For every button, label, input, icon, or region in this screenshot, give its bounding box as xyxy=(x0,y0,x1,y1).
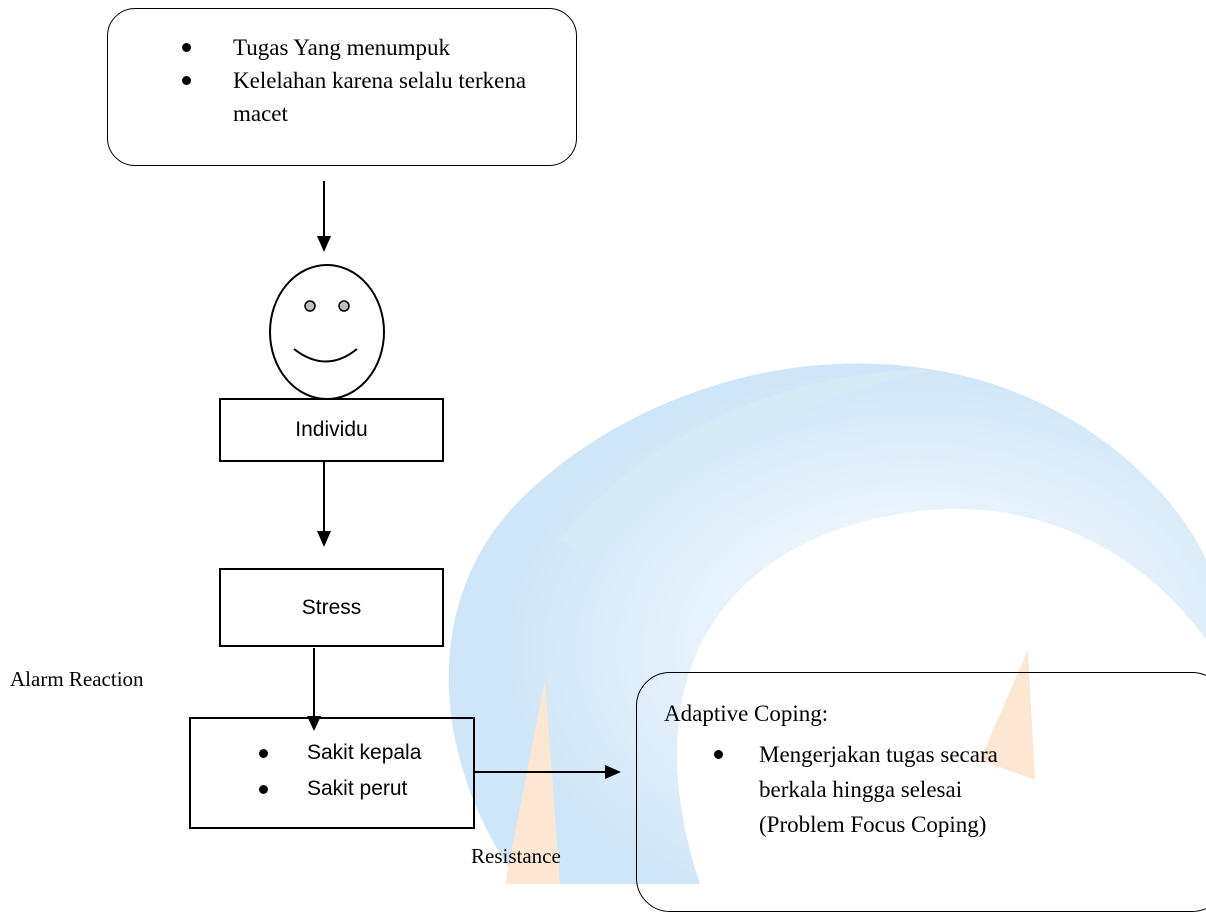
symptom-item: Sakit perut xyxy=(259,771,421,807)
background-watermark xyxy=(448,363,1206,884)
stressor-item-text: Kelelahan karena selalu terkena macet xyxy=(233,68,527,126)
left-eye-icon xyxy=(304,300,316,312)
bullet-icon xyxy=(714,750,723,759)
mouth-icon xyxy=(293,348,358,363)
symptoms-list: Sakit kepala Sakit perut xyxy=(259,735,422,807)
stressor-item: Kelelahan karena selalu terkena macet xyxy=(182,64,533,130)
resistance-label: Resistance xyxy=(471,844,561,868)
bullet-icon xyxy=(182,76,191,85)
right-eye-icon xyxy=(338,300,350,312)
individu-box: Individu xyxy=(219,398,444,462)
stress-label: Stress xyxy=(301,595,362,619)
watermark-orange-left xyxy=(505,680,560,884)
stress-box: Stress xyxy=(219,568,444,647)
symptom-item-text: Sakit perut xyxy=(307,777,408,800)
arrowhead-icon xyxy=(317,236,331,252)
stressor-item: Tugas Yang menumpuk xyxy=(182,31,533,64)
coping-item: Mengerjakan tugas secara berkala hingga … xyxy=(714,737,999,842)
stressor-item-text: Tugas Yang menumpuk xyxy=(233,35,451,60)
bullet-icon xyxy=(259,785,268,794)
alarm-reaction-label: Alarm Reaction xyxy=(10,667,144,691)
symptoms-box: Sakit kepala Sakit perut xyxy=(189,717,475,829)
bullet-icon xyxy=(259,749,268,758)
arrowhead-icon xyxy=(605,765,621,779)
symptom-item: Sakit kepala xyxy=(259,735,422,771)
coping-list: Mengerjakan tugas secara berkala hingga … xyxy=(714,737,999,842)
symptom-item-text: Sakit kepala xyxy=(307,741,422,764)
stressor-list: Tugas Yang menumpuk Kelelahan karena sel… xyxy=(182,31,533,130)
coping-box: Adaptive Coping: Mengerjakan tugas secar… xyxy=(636,672,1206,912)
arrowhead-icon xyxy=(317,531,331,547)
coping-title: Adaptive Coping: xyxy=(664,701,829,726)
smiley-face-icon xyxy=(269,264,385,400)
watermark-blue-arc xyxy=(560,370,930,560)
watermark-orange-right xyxy=(980,650,1035,780)
bullet-icon xyxy=(182,43,191,52)
arrowhead-icon xyxy=(307,716,321,731)
individu-label: Individu xyxy=(295,418,368,441)
coping-item-text: Mengerjakan tugas secara berkala hingga … xyxy=(759,742,998,837)
stressor-box: Tugas Yang menumpuk Kelelahan karena sel… xyxy=(107,8,577,166)
